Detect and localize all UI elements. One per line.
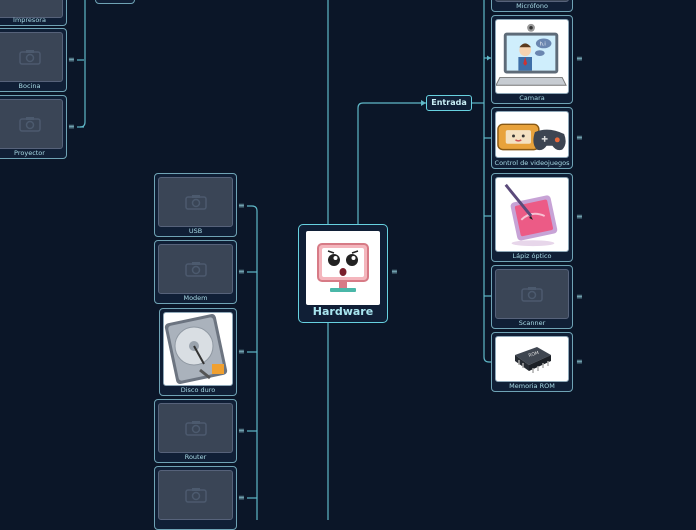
node-partial-bottom[interactable]: [154, 466, 237, 530]
node-label: Disco duro: [180, 386, 216, 394]
node-label: Router: [184, 453, 207, 461]
menu-icon[interactable]: ≡: [238, 347, 245, 356]
node-microfono[interactable]: Micrófono: [491, 0, 573, 12]
node-label: USB: [188, 227, 203, 235]
menu-icon[interactable]: ≡: [576, 212, 583, 221]
subtopic-entrada[interactable]: Entrada: [426, 95, 472, 111]
menu-icon[interactable]: ≡: [391, 267, 398, 276]
node-label: Control de videojuegos: [494, 159, 570, 167]
monitor-mascot-icon: [306, 231, 380, 305]
hard-drive-icon: [163, 312, 233, 386]
node-label: Modem: [183, 294, 208, 302]
central-title: Hardware: [312, 305, 374, 318]
menu-icon[interactable]: ≡: [576, 357, 583, 366]
camera-placeholder-icon: [0, 0, 63, 18]
node-label: Memoria ROM: [509, 382, 555, 390]
node-usb[interactable]: USB: [154, 173, 237, 237]
webcam-cartoon-icon: h.i: [495, 19, 569, 94]
svg-text:ROM: ROM: [528, 350, 540, 359]
node-label: Camara: [519, 94, 545, 102]
node-label: Bocina: [18, 82, 41, 90]
gamepad-icon: [495, 111, 569, 158]
menu-icon[interactable]: ≡: [576, 133, 583, 142]
node-impresora[interactable]: Impresora: [0, 0, 67, 26]
menu-icon[interactable]: ≡: [68, 122, 75, 131]
node-label: Micrófono: [516, 2, 548, 10]
partial-node-top: [95, 0, 135, 4]
menu-icon[interactable]: ≡: [576, 54, 583, 63]
node-modem[interactable]: Modem: [154, 240, 237, 304]
node-camara[interactable]: h.i Camara: [491, 15, 573, 104]
camera-placeholder-icon: [0, 99, 63, 149]
rom-chip-icon: ROM: [495, 336, 569, 382]
node-label: Scanner: [518, 319, 546, 327]
menu-icon[interactable]: ≡: [238, 493, 245, 502]
svg-text:h.i: h.i: [540, 41, 546, 47]
node-disco-duro[interactable]: Disco duro: [159, 308, 237, 396]
node-memoria-rom[interactable]: ROM Memoria ROM: [491, 332, 573, 392]
menu-icon[interactable]: ≡: [238, 201, 245, 210]
node-proyector[interactable]: Proyector: [0, 95, 67, 159]
camera-placeholder-icon: [158, 244, 233, 294]
menu-icon[interactable]: ≡: [238, 267, 245, 276]
camera-placeholder-icon: [158, 177, 233, 227]
node-label: Proyector: [14, 149, 45, 157]
node-label: Impresora: [13, 16, 46, 24]
menu-icon[interactable]: ≡: [576, 292, 583, 301]
node-router[interactable]: Router: [154, 399, 237, 463]
node-bocina[interactable]: Bocina: [0, 28, 67, 92]
camera-placeholder-icon: [158, 470, 233, 520]
node-control-videojuegos[interactable]: Control de videojuegos: [491, 107, 573, 169]
node-scanner[interactable]: Scanner: [491, 265, 573, 329]
menu-icon[interactable]: ≡: [68, 55, 75, 64]
camera-placeholder-icon: [158, 403, 233, 453]
central-topic-hardware[interactable]: Hardware: [298, 224, 388, 323]
node-label: Lápiz óptico: [512, 252, 552, 260]
node-lapiz-optico[interactable]: Lápiz óptico: [491, 173, 573, 262]
menu-icon[interactable]: ≡: [238, 426, 245, 435]
camera-placeholder-icon: [495, 269, 569, 319]
tablet-pen-icon: [495, 177, 569, 252]
camera-placeholder-icon: [0, 32, 63, 82]
